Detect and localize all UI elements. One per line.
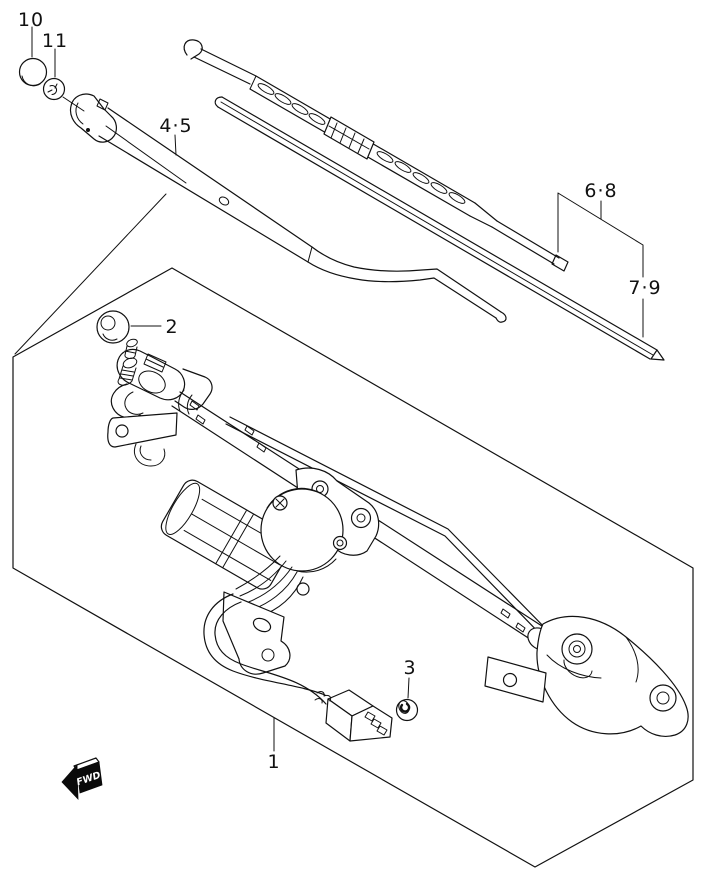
- callout-label-10: 10: [18, 9, 44, 31]
- fwd-arrow-head: [61, 763, 79, 801]
- pivot-bracket-plate: [107, 412, 178, 448]
- harness-connector-drawing: [314, 689, 393, 742]
- nut-to-arm-axis-line: [62, 96, 85, 112]
- left-pivot-drawing: [96, 310, 213, 467]
- frame-tube-tabs: [189, 400, 526, 633]
- blade-rod: [491, 220, 560, 265]
- wiper-arm-drawing: [14, 93, 507, 355]
- blade-neck: [193, 48, 257, 85]
- pivot-bracket-hole: [115, 424, 129, 438]
- arm-rod-bottom: [307, 261, 497, 319]
- callout-7-9: 7·9: [628, 277, 661, 299]
- arm-position-reference-line: [14, 193, 167, 355]
- grommet-shadow: [399, 702, 411, 713]
- plate-bolt-hole: [350, 507, 372, 529]
- pivot-shaft-lip: [563, 659, 593, 679]
- pivot-cap-arc: [102, 333, 118, 341]
- strip-start-cap: [214, 96, 223, 108]
- arm-head-clip: [96, 98, 109, 111]
- motor-bracket-hole: [261, 648, 275, 662]
- arm-head-inner-arc: [75, 102, 84, 125]
- connector-wire-squiggle: [314, 691, 332, 704]
- callout-label-6-8: 6·8: [584, 180, 617, 202]
- strip-center-line: [220, 101, 654, 356]
- arm-body-inner-line: [105, 125, 187, 184]
- blade-frame-endcut: [249, 75, 257, 90]
- callout-label-11: 11: [42, 30, 68, 52]
- drive-link-rod: [225, 416, 552, 641]
- pivot-tab-plate: [484, 656, 547, 703]
- callout-3: 3: [403, 657, 416, 699]
- cap-crescent: [21, 75, 41, 87]
- dome-detail-arcs: [266, 487, 337, 573]
- arm-rod-tip-hook: [495, 311, 507, 323]
- callout-label-7-9: 7·9: [628, 277, 661, 299]
- pivot-tab-hole: [502, 672, 518, 688]
- callout-6-8: 6·8: [584, 180, 617, 220]
- arm-body-top-edge: [107, 107, 313, 248]
- pivot-screw: [124, 338, 138, 360]
- pivot-nut-part-drawing: [42, 77, 85, 112]
- connector-pins: [364, 711, 388, 736]
- pivot-body: [536, 615, 689, 738]
- callout-4-5: 4·5: [159, 115, 192, 156]
- frame-tube-collar: [178, 389, 193, 415]
- callout-1: 1: [267, 717, 280, 773]
- motor-bracket: [222, 591, 291, 675]
- motor-bracket-slot: [252, 617, 272, 633]
- arm-head-outline: [69, 93, 117, 143]
- blade-taper: [469, 202, 498, 228]
- wiper-rubber-strip-drawing: [214, 96, 665, 361]
- strip-bottom-edge: [217, 106, 651, 360]
- blade-hook: [183, 39, 203, 60]
- callout-leader: [174, 134, 177, 156]
- arm-hole: [218, 196, 230, 206]
- strip-tip: [650, 349, 665, 361]
- pivot-cap-inner-circle: [100, 315, 116, 331]
- boundary-outline: [12, 267, 694, 868]
- pivot-shaft-outer: [561, 633, 593, 665]
- callout-label-3: 3: [403, 657, 416, 679]
- harness-cable: [203, 593, 326, 696]
- crank-nut: [296, 582, 310, 596]
- dome-bolt: [332, 535, 348, 551]
- arm-head-pin: [86, 128, 90, 132]
- pivot-housing: [110, 348, 213, 467]
- fwd-arrow-body: [76, 761, 103, 794]
- wiper-blade-drawing: [183, 39, 569, 272]
- callout-label-2: 2: [165, 316, 178, 338]
- pivot-cap-circle: [96, 310, 130, 344]
- arm-body-bottom-edge: [98, 135, 309, 263]
- pivot-end-ring: [649, 684, 677, 712]
- grommet-drawing: [395, 698, 419, 722]
- fwd-arrow: FWD: [61, 757, 103, 801]
- callout-label-1: 1: [267, 751, 280, 773]
- right-pivot-drawing: [484, 615, 689, 738]
- callout-leader: [407, 677, 410, 699]
- grommet-outer: [395, 698, 419, 722]
- nut-serration: [47, 83, 58, 96]
- blade-slots: [257, 83, 466, 204]
- blade-rod-endcap: [551, 254, 569, 272]
- assembly-boundary-box: [12, 267, 694, 868]
- callout-11: 11: [42, 30, 68, 78]
- wiper-motor-drawing: [160, 467, 380, 705]
- callout-10: 10: [18, 9, 44, 58]
- nut-circle: [42, 77, 66, 101]
- strip-top-edge: [221, 96, 658, 351]
- cap-circle: [18, 57, 48, 87]
- blade-clamp-hatch: [328, 122, 370, 154]
- pivot-serrated-stud: [117, 357, 138, 386]
- pivot-cap-part-drawing: [18, 57, 48, 87]
- callout-label-4-5: 4·5: [159, 115, 192, 137]
- arm-end-cut: [307, 246, 313, 263]
- arm-rod-top: [311, 246, 502, 313]
- pivot-body-detail: [546, 636, 639, 683]
- callout-2: 2: [130, 316, 178, 338]
- harness-cable: [214, 601, 327, 705]
